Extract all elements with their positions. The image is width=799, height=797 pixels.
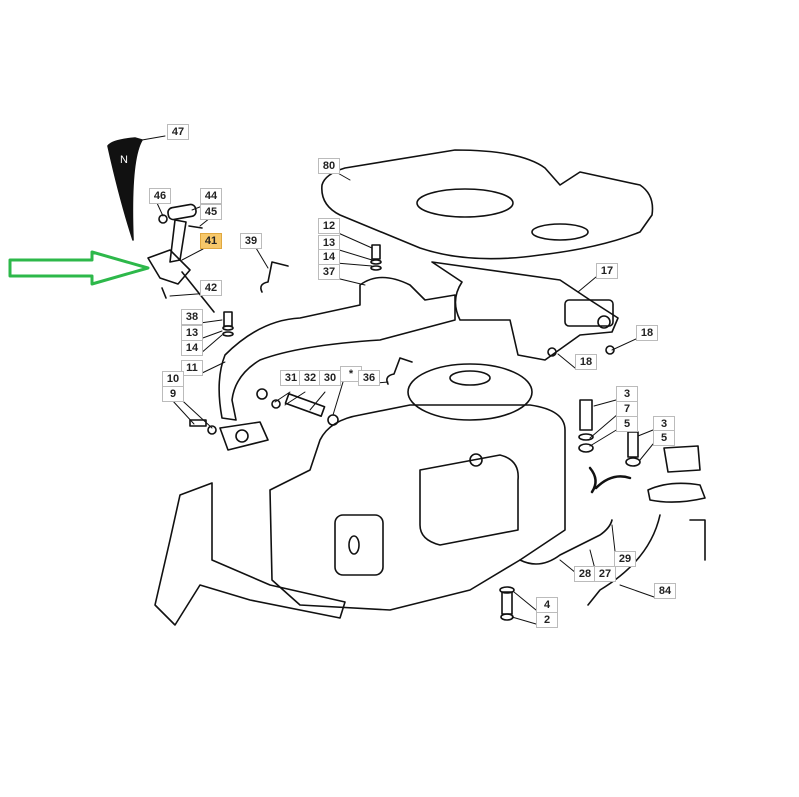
part-callout: 84 (654, 583, 676, 599)
part-callout: 37 (318, 264, 340, 280)
manifold-flange (219, 421, 269, 451)
part-callout: 14 (318, 249, 340, 265)
part-callout: 9 (162, 386, 184, 402)
air-filter-bracket (431, 261, 619, 361)
fuel-line (519, 519, 613, 565)
part-callout: 12 (318, 218, 340, 234)
part-callout: 4 (536, 597, 558, 613)
cup-parts (647, 445, 706, 561)
hardware (189, 244, 641, 621)
throttle-sign (107, 137, 143, 241)
part-callout: 2 (536, 612, 558, 628)
part-callout: 44 (200, 188, 222, 204)
part-callout: 28 (574, 566, 596, 582)
part-callout: 31 (280, 370, 302, 386)
part-callout: 3 (653, 416, 675, 432)
air-cover (321, 149, 654, 260)
part-callout: 39 (240, 233, 262, 249)
part-callout: 47 (167, 124, 189, 140)
part-callout: 18 (636, 325, 658, 341)
part-callout: 27 (594, 566, 616, 582)
part-callout: 18 (575, 354, 597, 370)
part-callout: 38 (181, 309, 203, 325)
deflector-arrow (588, 466, 632, 494)
part-callout: 5 (653, 430, 675, 446)
part-callout: 14 (181, 340, 203, 356)
part-callout: 80 (318, 158, 340, 174)
intake-manifold (218, 276, 456, 421)
part-callout: 13 (181, 325, 203, 341)
spring-clip-39 (260, 261, 289, 293)
part-callout: 29 (614, 551, 636, 567)
part-callout: 32 (299, 370, 321, 386)
part-callout: 46 (149, 188, 171, 204)
part-callout: 7 (616, 401, 638, 417)
engine-mount-plate (154, 482, 346, 626)
breather-hose-84 (587, 514, 661, 606)
spring-clip-36 (386, 357, 413, 385)
part-callout: 10 (162, 371, 184, 387)
part-callout: 36 (358, 370, 380, 386)
sign-letter: N (120, 154, 128, 166)
part-callout: 42 (200, 280, 222, 296)
part-callout: 5 (616, 416, 638, 432)
engine (269, 363, 566, 611)
part-callout: 13 (318, 235, 340, 251)
part-callout: 17 (596, 263, 618, 279)
part-callout: 45 (200, 204, 222, 220)
part-callout: 11 (181, 360, 203, 376)
leader-lines (141, 135, 655, 625)
callout-41-highlighted: 41 (200, 233, 222, 249)
part-callout: 3 (616, 386, 638, 402)
part-callout: 30 (319, 370, 341, 386)
throttle-lever (147, 203, 215, 313)
pointer-arrow (8, 250, 150, 286)
